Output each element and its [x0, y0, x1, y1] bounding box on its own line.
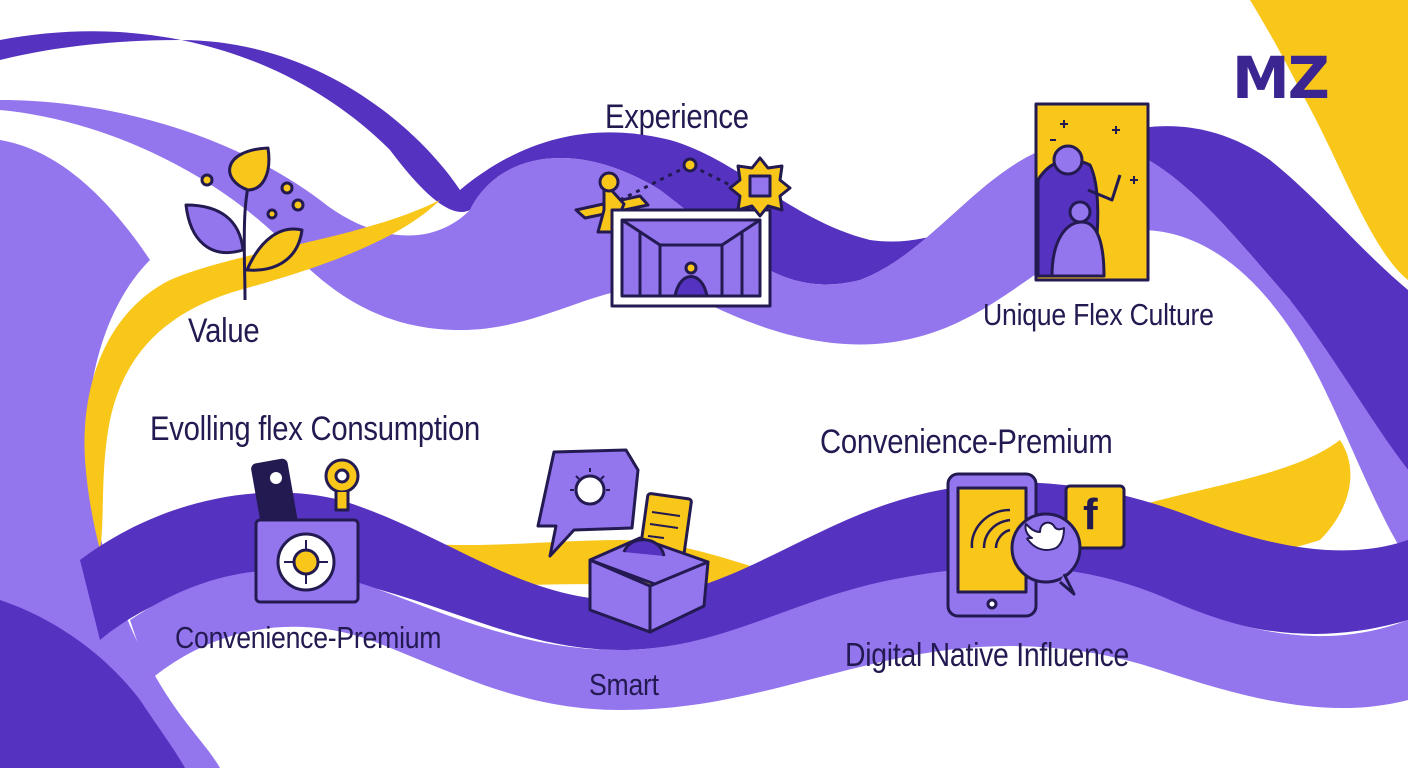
social-media-phone-icon: [946, 472, 1126, 618]
yellow-right-band: [1250, 0, 1408, 280]
bottom-left-purple: [0, 600, 185, 768]
label-unique-flex-culture: Unique Flex Culture: [983, 297, 1214, 332]
label-value: Value: [188, 312, 260, 350]
open-box-idea-icon: [536, 448, 710, 634]
left-yellow-ribbon: [84, 200, 440, 550]
facebook-letter: f: [1083, 490, 1098, 539]
lower-purple-light: [130, 566, 1408, 710]
people-at-board-icon: [1034, 102, 1150, 282]
plant-sprout-icon: [184, 146, 305, 301]
brand-logo: MZ: [1232, 44, 1330, 112]
travel-airplane-gallery-icon: [574, 156, 792, 308]
label-convenience-premium-left: Convenience-Premium: [175, 620, 442, 655]
left-purple-swoop: [0, 140, 220, 768]
facebook-icon: [1064, 484, 1126, 550]
label-convenience-premium-right: Convenience-Premium: [820, 423, 1113, 461]
label-digital-native-influence: Digital Native Influence: [845, 636, 1130, 673]
label-smart: Smart: [589, 667, 659, 702]
label-experience: Experience: [605, 98, 749, 136]
label-evolving-flex-consumption: Evolling flex Consumption: [150, 410, 480, 448]
camera-ticket-icon: [251, 458, 360, 604]
